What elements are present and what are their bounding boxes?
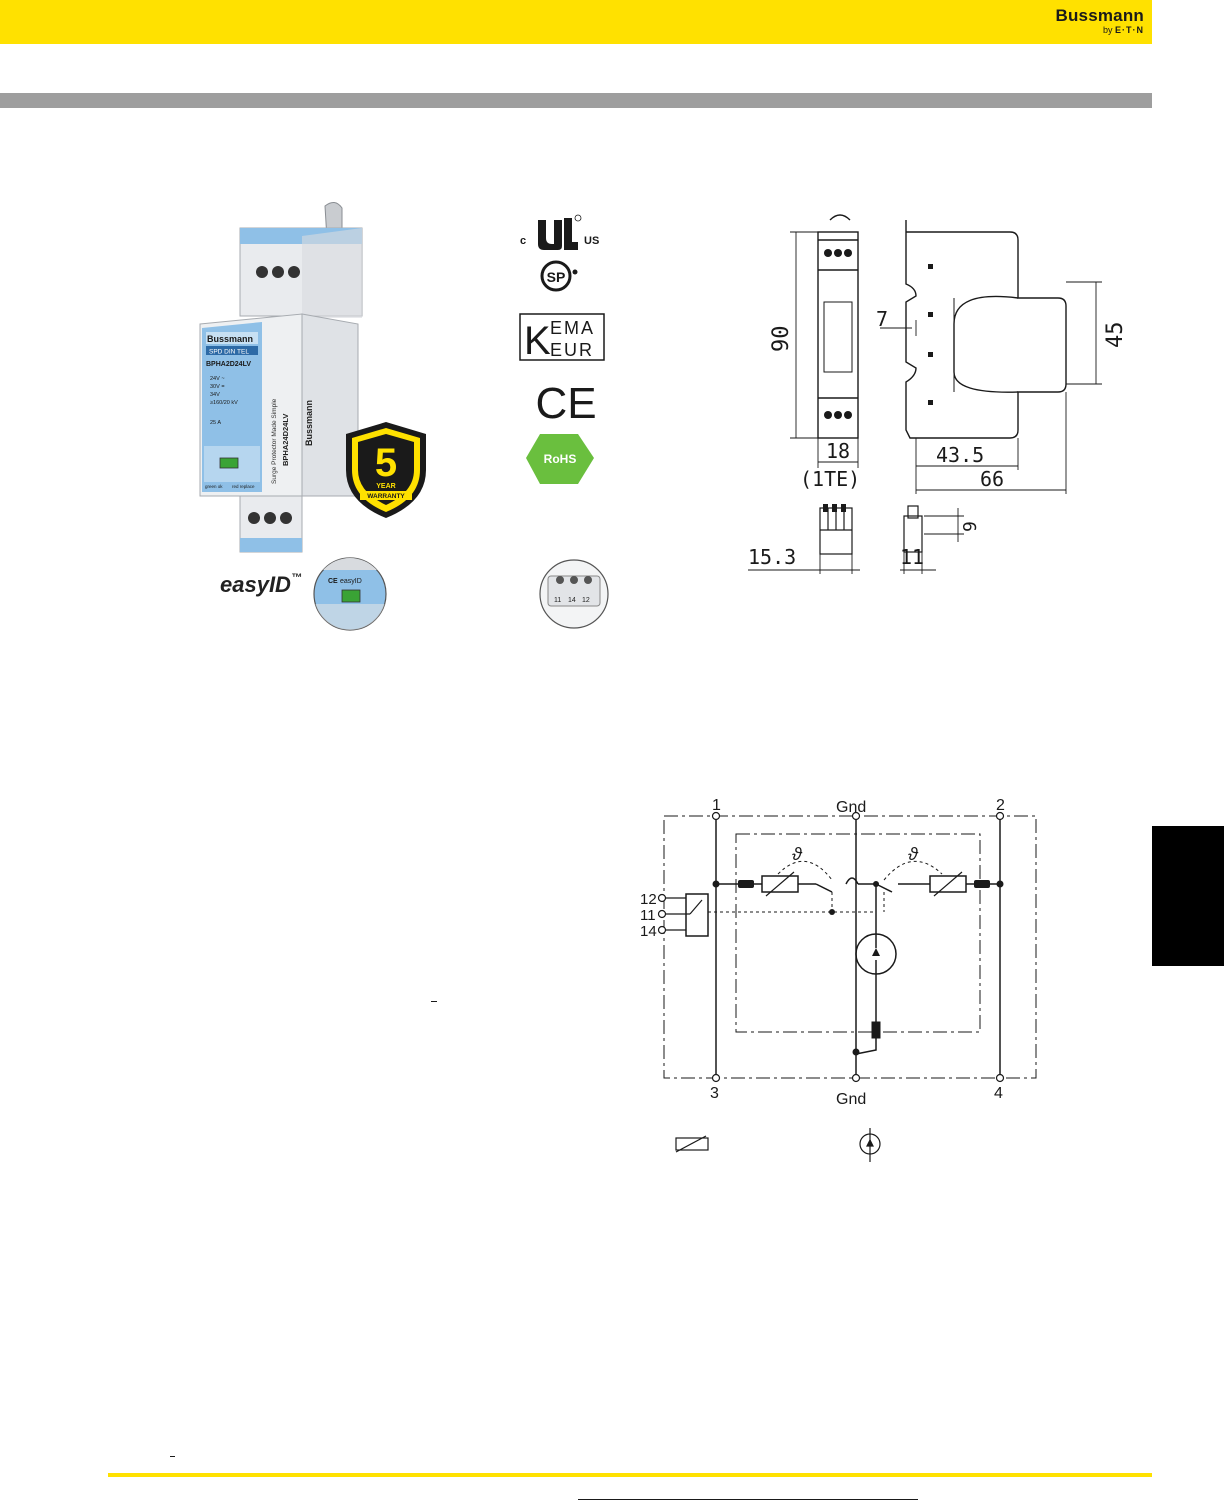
warranty-year: YEAR [376, 483, 395, 490]
ul-c-label: c [520, 235, 526, 247]
dimension-drawing: 90 7 45 18 (1TE) 43.5 66 15.3 11 9 [748, 214, 1128, 574]
side-part-number: BPHA24D24LV [281, 414, 290, 466]
warranty-label: WARRANTY [367, 493, 405, 500]
spec-current: 25 A [210, 420, 221, 426]
schematic-legend-varistor-icon [675, 1135, 709, 1153]
dim-plug-depth: 11 [900, 545, 924, 569]
connector-pin-11: 11 [554, 597, 561, 604]
wiring-schematic: 1 Gnd 2 3 Gnd 4 12 11 14 ϑ ϑ [640, 797, 1037, 1162]
schematic-terminal-4: 4 [994, 1085, 1003, 1102]
product-part-number: BPHA2D24LV [206, 361, 251, 368]
csa-mark: SP [540, 260, 578, 292]
rohs-mark: RoHS [526, 434, 594, 484]
spec-line-4: ≥160/20 kV [210, 400, 238, 406]
top-header-bar [0, 0, 1152, 44]
connector-pin-12: 12 [582, 597, 590, 604]
footer-bar [108, 1473, 1152, 1477]
text-marker [431, 1001, 437, 1002]
spec-line-1: 24V ~ [210, 376, 225, 382]
product-label-brand: Bussmann [207, 334, 253, 344]
spec-line-2: 30V = [210, 384, 225, 390]
schematic-terminal-3: 3 [710, 1085, 719, 1102]
kema-bottom-text: EUR [550, 340, 594, 360]
schematic-terminal-2: 2 [996, 797, 1005, 814]
dim-depth-total: 66 [980, 467, 1004, 491]
schematic-gnd-top: Gnd [836, 799, 866, 816]
dim-width-units: (1TE) [800, 467, 860, 491]
ce-mark: CE [535, 379, 596, 428]
status-replace-label: red replace [232, 484, 255, 489]
side-brand: Bussmann [304, 400, 314, 446]
rohs-label: RoHS [544, 452, 577, 466]
product-photo: Bussmann SPD DIN TEL BPHA2D24LV 24V ~ 30… [199, 202, 363, 553]
warranty-shield-badge: 5 YEAR WARRANTY [346, 422, 426, 518]
product-label-series: SPD DIN TEL [209, 349, 249, 356]
easyid-detail-circle: CE easyID [313, 557, 387, 631]
connector-detail-circle: 11 14 12 [539, 559, 609, 629]
connector-pin-14: 14 [568, 597, 576, 604]
ce-label: CE [535, 379, 596, 428]
certification-marks: c US SP K EMA EUR CE RoHS [519, 214, 605, 484]
spec-line-3: 34V [210, 392, 220, 398]
easyid-trademark: ™ [290, 572, 302, 584]
side-caption: Surge Protector Made Simple [271, 398, 278, 484]
dim-depth-inner: 43.5 [936, 443, 984, 467]
schematic-pin-14: 14 [640, 923, 657, 940]
dim-plug-width: 15.3 [748, 545, 796, 569]
dim-plug-height: 9 [960, 521, 981, 532]
dim-height: 90 [769, 326, 794, 353]
kema-keur-mark: K EMA EUR [519, 313, 605, 363]
dim-module-height: 45 [1103, 322, 1128, 349]
brand-logo: Bussmann by E·T·N [1055, 7, 1144, 36]
brand-parent: E·T·N [1115, 25, 1144, 35]
csa-label: SP [547, 269, 566, 285]
brand-subline: by E·T·N [1055, 25, 1144, 36]
dim-width: 18 [826, 439, 850, 463]
schematic-pin-12: 12 [640, 891, 657, 908]
ul-us-label: US [584, 235, 599, 247]
warranty-number: 5 [375, 441, 397, 485]
kema-top-text: EMA [550, 318, 595, 338]
brand-by: by [1102, 25, 1113, 35]
dim-top-offset: 7 [876, 307, 888, 331]
easyid-logo: easyID™ [220, 572, 302, 598]
easyid-ce-mark: CE [328, 578, 338, 585]
status-ok-label: green ok [205, 484, 223, 489]
side-section-tab [1152, 826, 1224, 966]
brand-name: Bussmann [1055, 6, 1144, 25]
schematic-theta-left: ϑ [792, 844, 803, 864]
schematic-pin-11: 11 [640, 907, 656, 924]
footnote-marker [170, 1456, 175, 1457]
section-divider-bar [0, 93, 1152, 108]
schematic-terminal-1: 1 [712, 797, 721, 814]
schematic-theta-right: ϑ [908, 844, 919, 864]
schematic-gnd-bottom: Gnd [836, 1091, 866, 1108]
easyid-inner-label: easyID [340, 578, 362, 585]
easyid-logo-text: easyID [220, 572, 291, 597]
schematic-legend-gas-tube-icon [859, 1128, 881, 1162]
ul-listing-mark: c US [520, 214, 599, 250]
kema-k: K [524, 319, 551, 363]
